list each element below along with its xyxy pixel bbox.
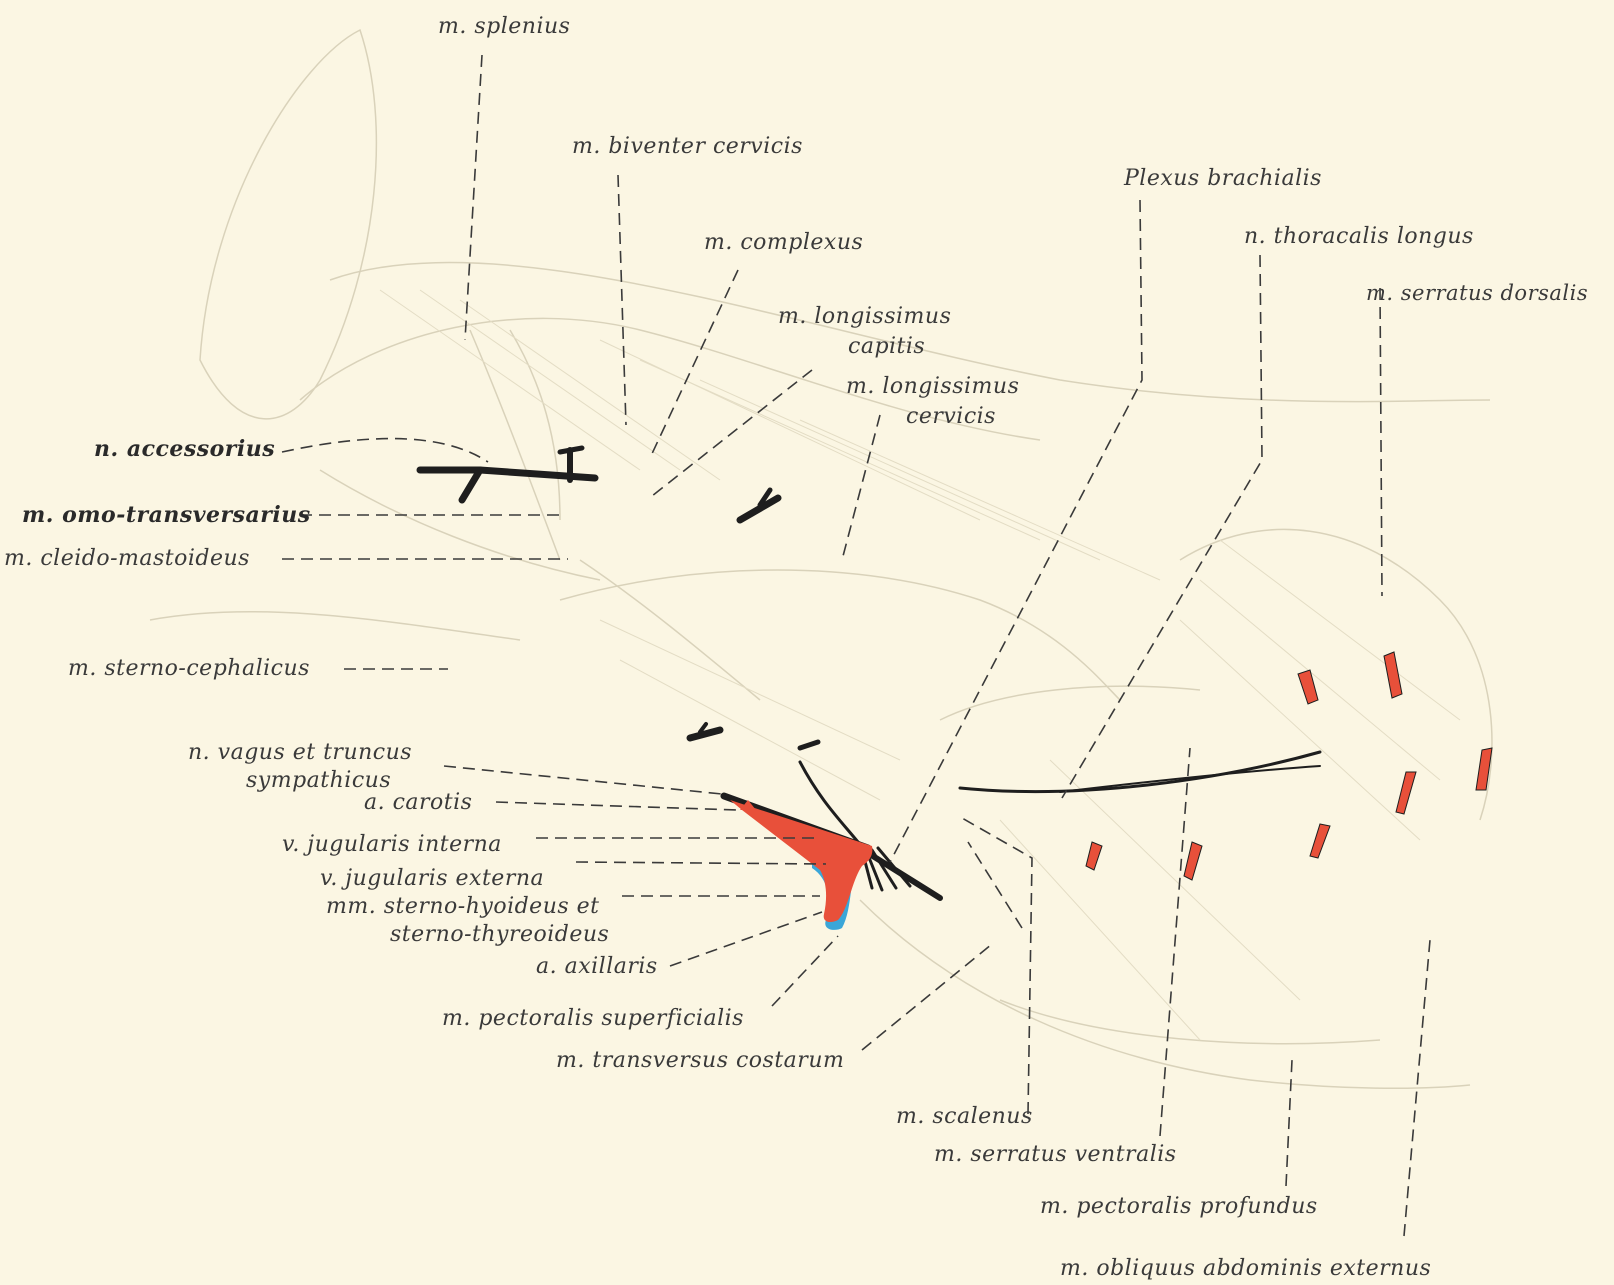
label-sterno-hyoideus-2: sterno-thyreoideus [390,922,609,948]
label-accessorius: n. accessorius [94,436,275,462]
label-complexus: m. complexus [704,230,863,256]
label-vagus-1: n. vagus et truncus [188,740,412,766]
label-omo-transversarius: m. omo-transversarius [22,502,311,528]
label-longissimus-capitis-1: m. longissimus [778,304,951,330]
label-serratus-dorsalis: m. serratus dorsalis [1366,280,1588,306]
label-scalenus: m. scalenus [896,1104,1033,1130]
label-jugularis-interna: v. jugularis interna [282,832,502,858]
label-axillaris: a. axillaris [536,954,658,980]
vessels [730,800,872,930]
label-transversus-costarum: m. transversus costarum [556,1048,844,1074]
label-jugularis-externa: v. jugularis externa [320,866,544,892]
label-plexus-brachialis: Plexus brachialis [1124,166,1322,192]
label-biventer-cervicis: m. biventer cervicis [572,134,803,160]
label-obliquus-abdominis-externus: m. obliquus abdominis externus [1060,1256,1431,1282]
label-pectoralis-superficialis: m. pectoralis superficialis [442,1006,744,1032]
label-carotis: a. carotis [364,790,472,816]
label-longissimus-capitis-2: capitis [848,334,925,360]
label-longissimus-cervicis-1: m. longissimus [846,374,1019,400]
label-sterno-cephalicus: m. sterno-cephalicus [68,656,310,682]
label-serratus-ventralis: m. serratus ventralis [934,1142,1177,1168]
label-pectoralis-profundus: m. pectoralis profundus [1040,1194,1318,1220]
label-cleido-mastoideus: m. cleido-mastoideus [4,546,250,572]
label-thoracalis-longus: n. thoracalis longus [1244,224,1474,250]
artery-shape [730,800,872,922]
label-splenius: m. splenius [438,14,570,40]
label-sterno-hyoideus-1: mm. sterno-hyoideus et [326,894,600,920]
label-longissimus-cervicis-2: cervicis [906,404,996,430]
